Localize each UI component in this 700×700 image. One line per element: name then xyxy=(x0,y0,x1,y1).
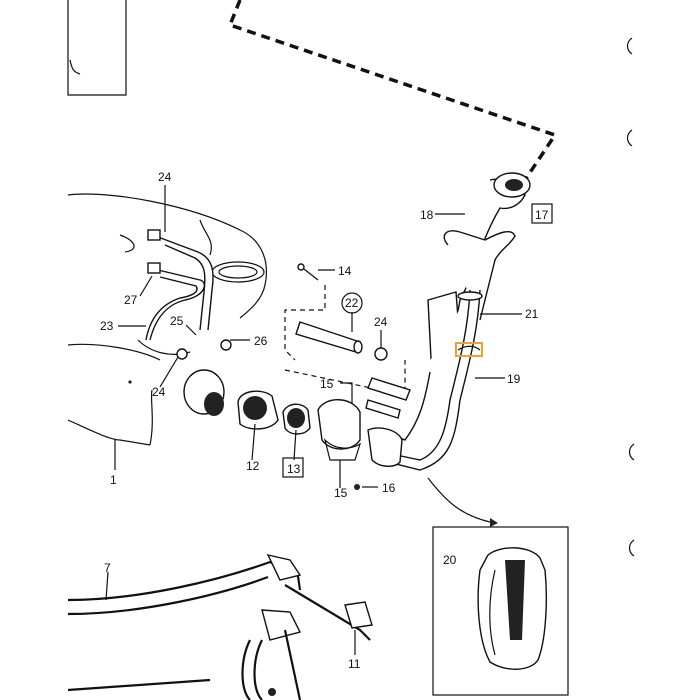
hose-15 xyxy=(365,377,411,467)
screw-14 xyxy=(297,263,319,281)
dash-bracket xyxy=(284,285,406,396)
label-15a: 15 xyxy=(320,377,334,391)
label-26: 26 xyxy=(254,334,268,348)
label-13-frame xyxy=(282,457,304,478)
label-19: 19 xyxy=(507,372,521,386)
screw-16 xyxy=(354,484,360,490)
label-7: 7 xyxy=(104,561,111,575)
label-22-frame xyxy=(341,292,363,314)
label-14: 14 xyxy=(338,264,352,278)
filler-pipe-19 xyxy=(369,289,483,471)
vent-hoses xyxy=(137,229,232,360)
label-23: 23 xyxy=(100,319,114,333)
bracket-7 xyxy=(67,553,373,700)
label-17-frame xyxy=(531,203,553,224)
label-25: 25 xyxy=(170,314,184,328)
label-11: 11 xyxy=(348,657,361,671)
label-22: 22 xyxy=(345,296,359,310)
fuel-tank xyxy=(67,193,267,446)
detail-arrow xyxy=(427,477,491,523)
label-20: 20 xyxy=(443,553,457,567)
label-13: 13 xyxy=(287,462,301,476)
arrow-head xyxy=(490,518,498,527)
label-12: 12 xyxy=(246,459,260,473)
clamp-24 xyxy=(374,347,388,361)
top-left-box-fragment xyxy=(67,0,127,96)
label-17: 17 xyxy=(535,208,549,222)
detail-box-20 xyxy=(432,526,569,696)
highlight-clip xyxy=(457,345,481,351)
label-27: 27 xyxy=(124,293,138,307)
binder-hole-marks xyxy=(626,37,635,557)
label-21: 21 xyxy=(525,307,539,321)
dashed-boundary-line xyxy=(227,0,558,196)
tank-neck-and-grommets xyxy=(183,369,362,461)
label-15b: 15 xyxy=(334,486,348,500)
leader-lines xyxy=(105,185,522,655)
highlight-marker xyxy=(455,342,483,357)
label-18: 18 xyxy=(420,208,434,222)
label-24c: 24 xyxy=(152,385,166,399)
label-24b: 24 xyxy=(374,315,388,329)
label-1: 1 xyxy=(110,473,117,487)
label-16: 16 xyxy=(382,481,396,495)
hose-22 xyxy=(295,321,363,354)
label-24a: 24 xyxy=(158,170,172,184)
